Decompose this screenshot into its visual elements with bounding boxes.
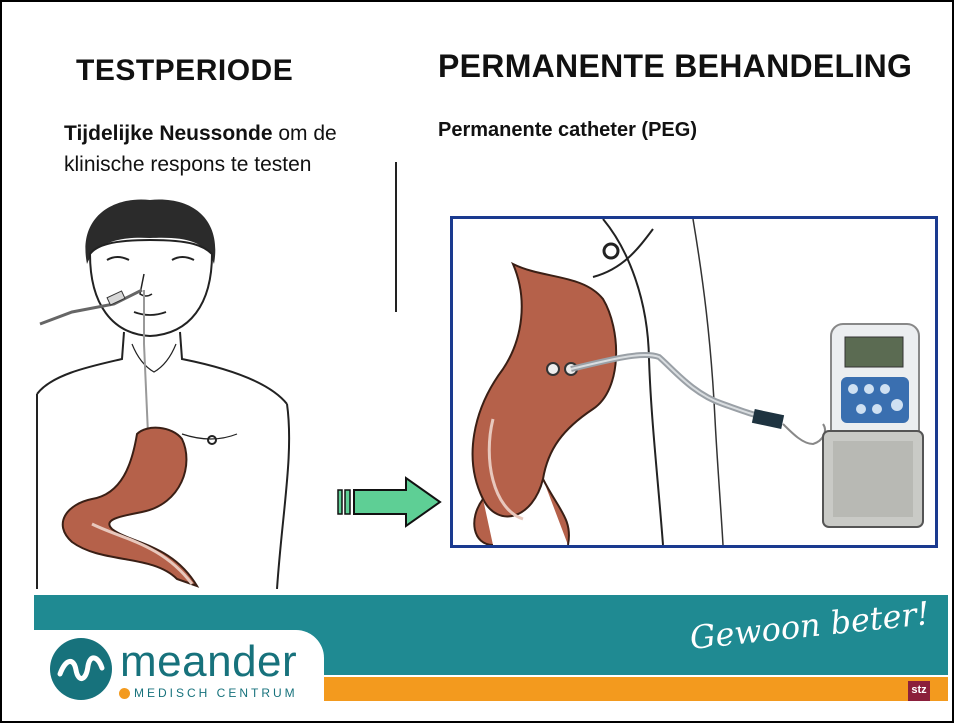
meander-logo-icon [48,636,114,702]
logo-orange-dot [119,688,130,699]
stz-badge: stz [908,681,930,701]
nasogastric-tube-illustration [32,194,332,589]
peg-illustration-frame [450,216,938,548]
heading-permanente-behandeling: PERMANENTE BEHANDELING [438,48,912,85]
peg-catheter-illustration [453,219,935,545]
heading-testperiode: TESTPERIODE [76,54,293,88]
subtitle-neussonde: Tijdelijke Neussonde om de klinische res… [64,118,384,180]
vertical-divider [395,162,397,312]
arrow-right-icon [336,472,446,532]
subtitle-neussonde-bold: Tijdelijke Neussonde [64,122,273,145]
subtitle-peg: Permanente catheter (PEG) [438,119,697,142]
footer-orange-band [312,677,948,701]
logo-wordmark: meander [120,640,297,684]
logo-subtitle: MEDISCH CENTRUM [134,686,298,700]
